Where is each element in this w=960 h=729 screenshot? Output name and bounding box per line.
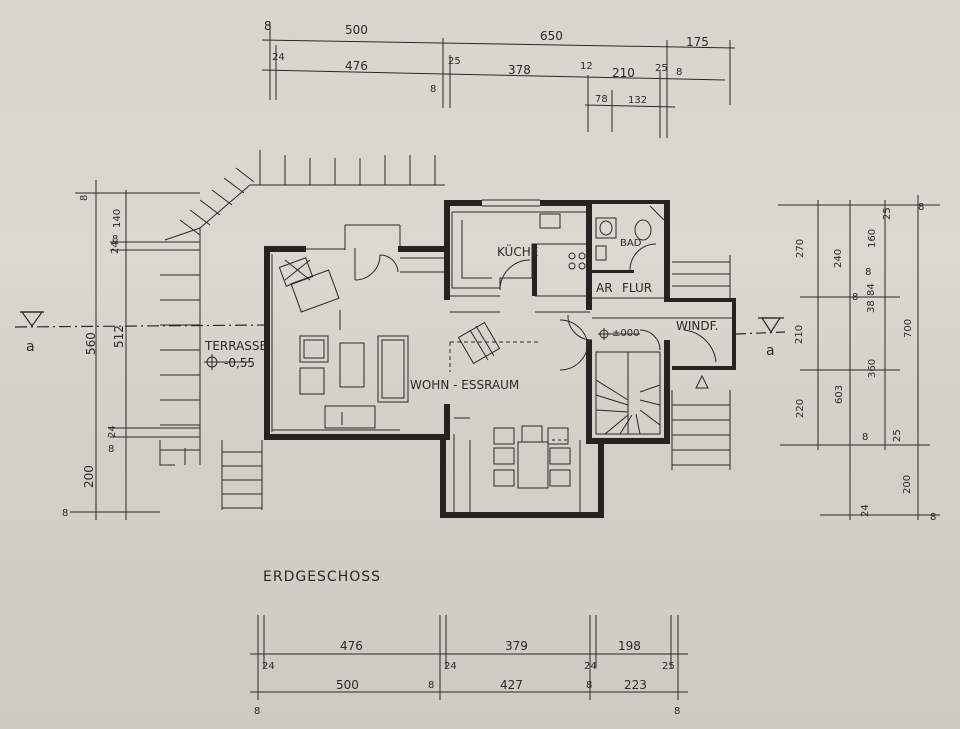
top-dim-1: 8 bbox=[264, 19, 272, 33]
bottom-dim-8: 500 bbox=[336, 678, 359, 692]
right-dim-13: 700 bbox=[903, 319, 914, 338]
left-dim-2: 560 bbox=[84, 332, 98, 355]
section-mark-left: a bbox=[26, 339, 36, 355]
section-line-left bbox=[14, 311, 266, 328]
right-dim-10: 360 bbox=[867, 359, 878, 378]
right-dim-15: 25 bbox=[882, 207, 893, 220]
section-line-right bbox=[735, 317, 786, 335]
top-dim-13: 8 bbox=[430, 84, 436, 95]
level-marker-hall bbox=[598, 328, 640, 340]
room-label-terrace: TERRASSE bbox=[204, 339, 267, 353]
staircase bbox=[595, 351, 661, 435]
top-dim-7: 25 bbox=[448, 56, 461, 67]
right-dim-1: 270 bbox=[795, 239, 806, 258]
right-dim-7: 8 bbox=[865, 267, 871, 278]
right-dim-2: 210 bbox=[794, 325, 805, 344]
right-dim-6: 160 bbox=[867, 229, 878, 248]
terrace-area bbox=[160, 150, 445, 465]
left-dim-6: 24 bbox=[110, 241, 121, 254]
left-dim-9: 24 bbox=[107, 425, 118, 438]
top-dim-8: 378 bbox=[508, 63, 531, 77]
left-dim-8: 512 bbox=[112, 325, 126, 348]
right-dim-19: 8 bbox=[930, 512, 936, 523]
sheet-title: ERDGESCHOSS bbox=[263, 569, 381, 585]
interior-lines bbox=[271, 199, 736, 512]
right-dim-4: 240 bbox=[833, 249, 844, 268]
entrance-area bbox=[567, 255, 731, 470]
living-furniture bbox=[278, 232, 409, 429]
top-dim-5: 24 bbox=[272, 52, 285, 63]
left-dim-1: 8 bbox=[79, 195, 90, 201]
top-dim-14: 78 bbox=[595, 94, 608, 105]
top-dim-9: 12 bbox=[580, 61, 593, 72]
bottom-dim-12: 8 bbox=[586, 680, 592, 691]
room-label-storage: AR bbox=[596, 281, 613, 295]
room-label-bath: BAD bbox=[620, 238, 642, 249]
terrace-level: -0,55 bbox=[224, 356, 255, 370]
bottom-dim-11: 8 bbox=[428, 680, 434, 691]
top-dimension-chain bbox=[261, 22, 736, 138]
bottom-dim-4: 24 bbox=[262, 661, 275, 672]
right-dim-17: 8 bbox=[852, 292, 858, 303]
left-dim-7: 8 bbox=[112, 234, 118, 245]
top-dim-3: 650 bbox=[540, 29, 563, 43]
left-dim-5: 140 bbox=[112, 209, 123, 228]
top-dim-6: 476 bbox=[345, 59, 368, 73]
right-dim-9: 38 bbox=[866, 300, 877, 313]
room-label-vestibule: WINDF. bbox=[676, 319, 718, 333]
right-dim-3: 220 bbox=[795, 399, 806, 418]
top-dim-15: 132 bbox=[628, 95, 647, 106]
left-dim-3: 200 bbox=[82, 465, 96, 488]
bottom-dim-6: 24 bbox=[584, 661, 597, 672]
terrace-steps bbox=[159, 440, 263, 510]
bottom-dim-2: 379 bbox=[505, 639, 528, 653]
top-dim-4: 175 bbox=[686, 35, 709, 49]
dining-furniture bbox=[449, 319, 589, 489]
right-dim-12: 25 bbox=[892, 429, 903, 442]
right-dim-11: 8 bbox=[862, 432, 868, 443]
bottom-dim-7: 25 bbox=[662, 661, 675, 672]
left-dim-4: 8 bbox=[62, 508, 68, 519]
section-mark-right: a bbox=[766, 343, 776, 359]
right-dim-18: 24 bbox=[860, 504, 871, 517]
right-dim-16: 8 bbox=[918, 202, 924, 213]
top-dim-2: 500 bbox=[345, 23, 368, 37]
bottom-dimension-chain bbox=[250, 615, 688, 700]
room-label-living-dining: WOHN - ESSRAUM bbox=[410, 378, 519, 392]
left-dimension-chain bbox=[70, 180, 200, 520]
bottom-dim-10: 223 bbox=[624, 678, 647, 692]
bottom-dim-13: 8 bbox=[254, 706, 260, 717]
right-dim-8: 84 bbox=[866, 283, 877, 296]
bottom-dim-9: 427 bbox=[500, 678, 523, 692]
left-dim-10: 8 bbox=[108, 444, 114, 455]
right-dim-14: 200 bbox=[902, 475, 913, 494]
level-marker-terrace bbox=[204, 354, 250, 370]
bottom-dim-5: 24 bbox=[444, 661, 457, 672]
bottom-dim-14: 8 bbox=[674, 706, 680, 717]
right-dim-5: 603 bbox=[834, 385, 845, 404]
right-dimension-chain bbox=[778, 195, 940, 520]
bottom-dim-3: 198 bbox=[618, 639, 641, 653]
top-dim-10: 210 bbox=[612, 66, 635, 80]
kitchen-counter bbox=[451, 211, 589, 291]
building-walls bbox=[264, 200, 736, 518]
room-label-kitchen: KÜCHE bbox=[497, 243, 538, 259]
bottom-dim-1: 476 bbox=[340, 639, 363, 653]
bath-fixtures bbox=[595, 205, 665, 271]
room-label-hall: FLUR bbox=[622, 281, 652, 295]
top-dim-11: 25 bbox=[655, 63, 668, 74]
top-dim-12: 8 bbox=[676, 67, 682, 78]
